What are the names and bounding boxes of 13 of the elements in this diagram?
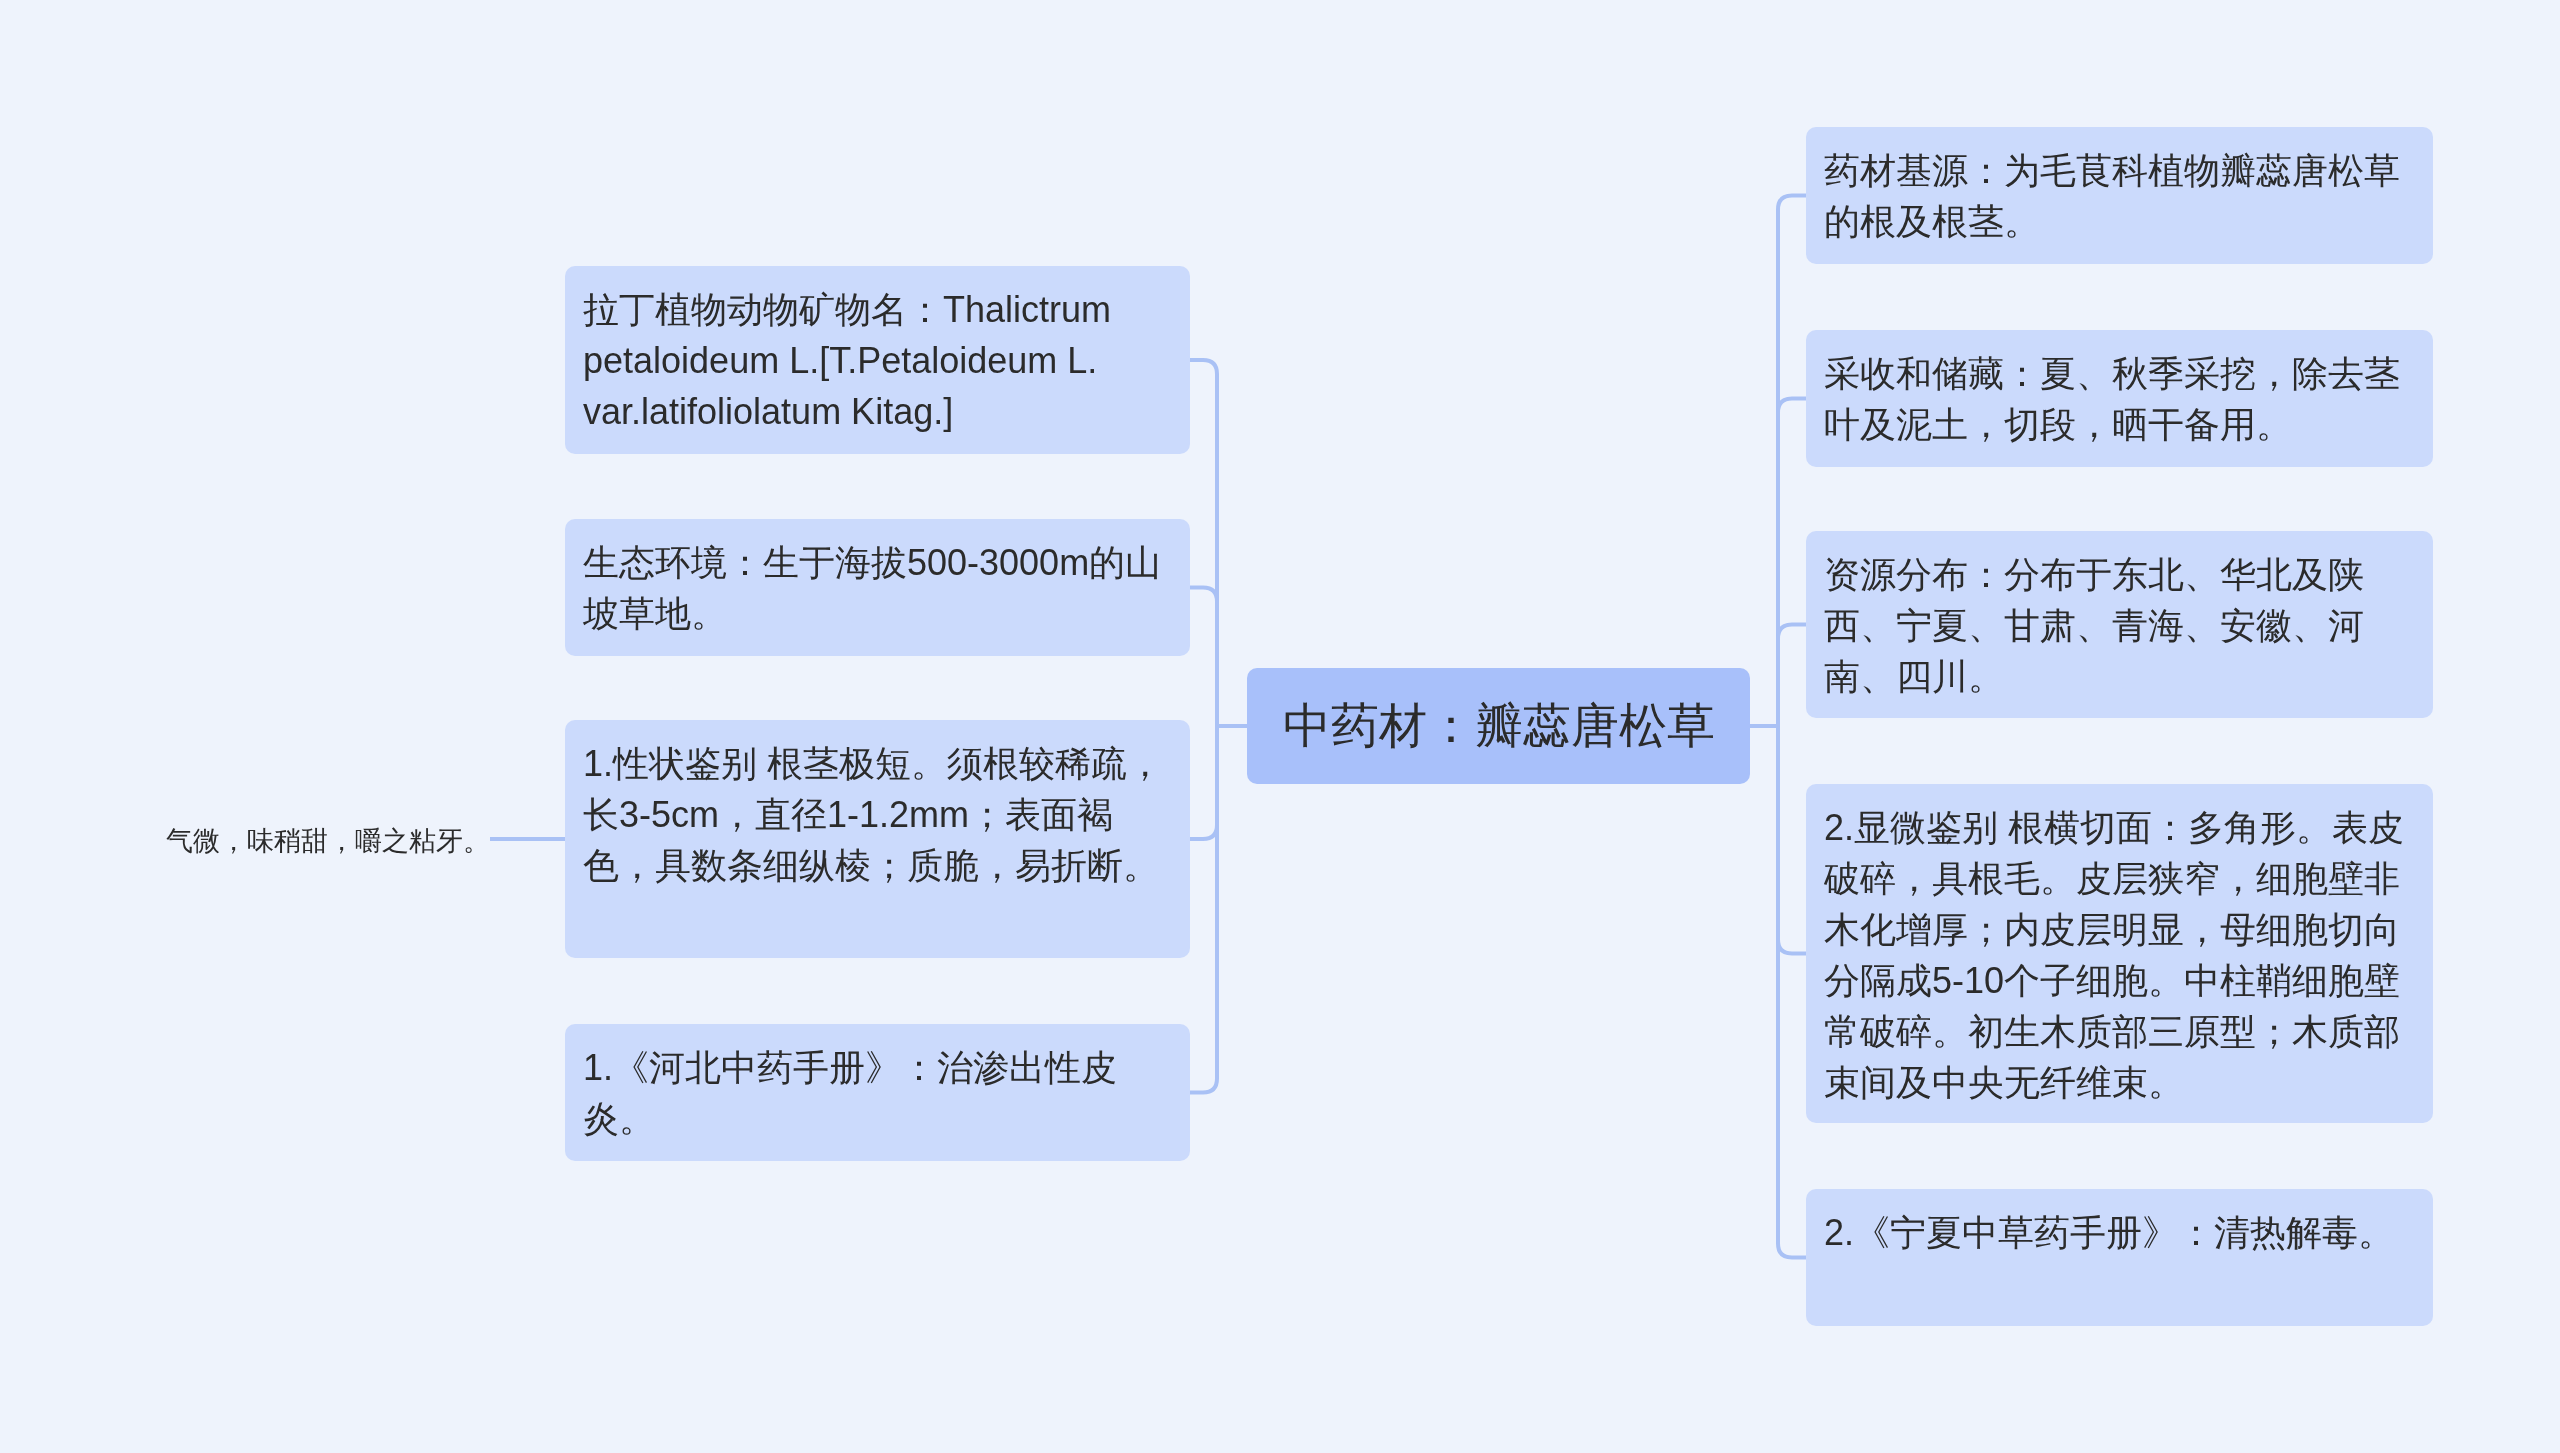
topic-box: 生态环境：生于海拔500-3000m的山坡草地。 — [565, 519, 1190, 656]
topic-box: 资源分布：分布于东北、华北及陕西、宁夏、甘肃、青海、安徽、河南、四川。 — [1806, 531, 2433, 718]
topic-box: 1.《河北中药手册》：治渗出性皮炎。 — [565, 1024, 1190, 1161]
connector-line — [1190, 724, 1247, 1095]
central-topic-box: 中药材：瓣蕊唐松草 — [1247, 668, 1750, 784]
topic-box: 拉丁植物动物矿物名：Thalictrum petaloideum L.[T.Petaloideum L. var.latifoliolatum Kitag.] — [565, 266, 1190, 454]
leaf-text: 气微，味稍甜，嚼之粘牙。 — [166, 825, 490, 858]
topic-box: 1.性状鉴别 根茎极短。须根较稀疏，长3-5cm，直径1-1.2mm；表面褐色，具数条细纵棱；质脆，易折断。 — [565, 720, 1190, 958]
topic-box: 2.显微鉴别 根横切面：多角形。表皮破碎，具根毛。皮层狭窄，细胞壁非木化增厚；内皮层明显，母细胞切向分隔成5-10个子细胞。中柱鞘细胞壁常破碎。初生木质部三原型；木质部束间及中央无纤维束。 — [1806, 784, 2433, 1123]
topic-box: 药材基源：为毛茛科植物瓣蕊唐松草的根及根茎。 — [1806, 127, 2433, 264]
topic-box: 2.《宁夏中草药手册》：清热解毒。 — [1806, 1189, 2433, 1326]
connector-line — [490, 837, 565, 841]
topic-box: 采收和储藏：夏、秋季采挖，除去茎叶及泥土，切段，晒干备用。 — [1806, 330, 2433, 467]
